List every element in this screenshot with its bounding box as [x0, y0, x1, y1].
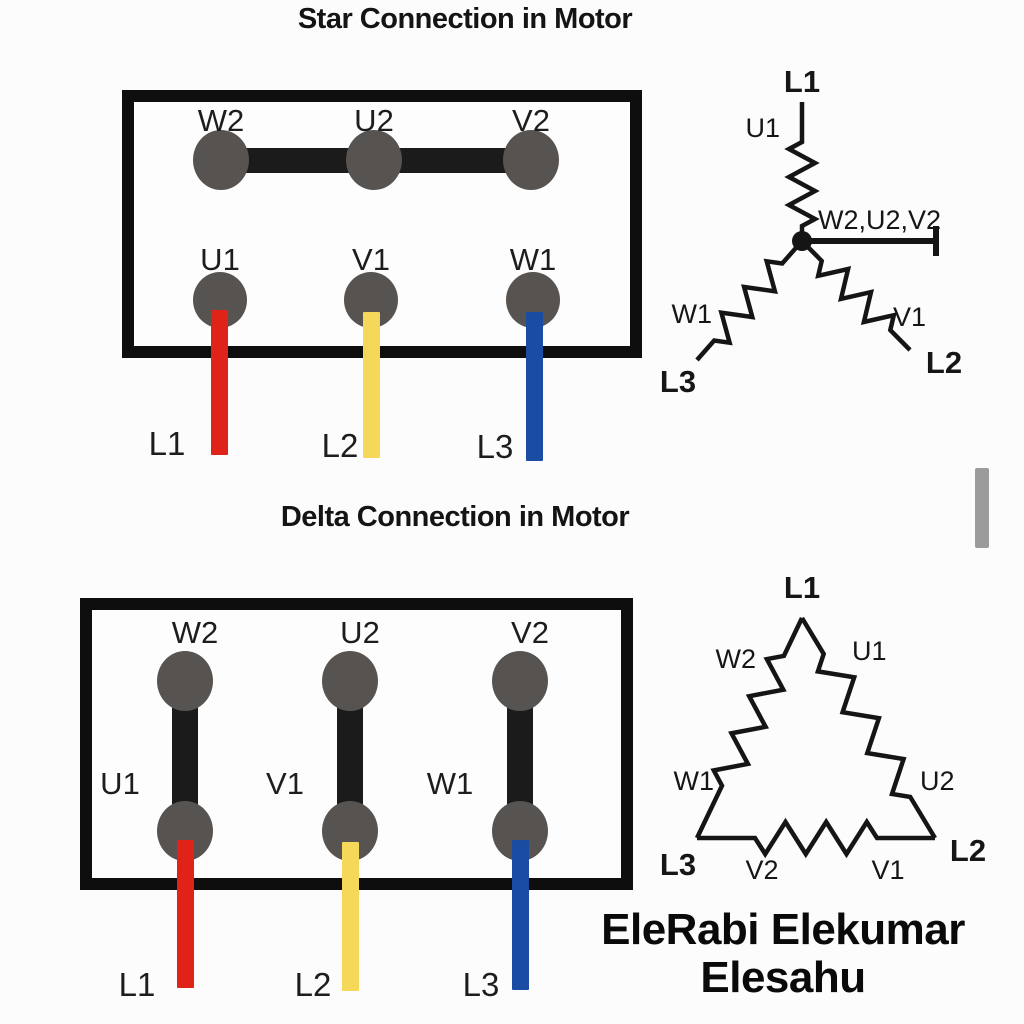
delta-line-label-l1: L1 — [118, 966, 156, 1003]
star-l1-label: L1 — [784, 64, 820, 99]
delta-u1-label: U1 — [852, 636, 887, 666]
delta-l2-label: L2 — [950, 833, 986, 868]
delta-side-right — [800, 616, 937, 840]
delta-terminal-u2 — [322, 651, 378, 711]
star-v1-label: V1 — [893, 302, 926, 332]
star-line-label-l2: L2 — [321, 427, 359, 464]
delta-terminal-w2 — [157, 651, 213, 711]
star-terminal-label-v2: V2 — [512, 103, 550, 138]
delta-section-title: Delta Connection in Motor — [280, 501, 630, 533]
delta-line-label-l3: L3 — [462, 966, 500, 1003]
delta-u2-label: U2 — [920, 766, 955, 796]
star-winding-w1 — [695, 239, 804, 362]
star-wire-l3 — [526, 312, 543, 461]
star-terminal-label-v1: V1 — [352, 242, 390, 277]
star-terminal-v2 — [503, 130, 559, 190]
star-schematic: L1 U1 W2,U2,V2 W1 V1 L3 L2 — [660, 64, 962, 399]
delta-w2-label: W2 — [716, 644, 757, 674]
star-wire-l2 — [363, 312, 380, 458]
star-terminal-w2 — [193, 130, 249, 190]
delta-terminal-label-v2: V2 — [511, 615, 549, 650]
credit-line-2: Elesahu — [700, 952, 866, 1002]
delta-terminal-box: W2 U2 V2 U1 V1 W1 — [80, 598, 633, 890]
delta-terminal-label-u2: U2 — [340, 615, 380, 650]
delta-l1-label: L1 — [784, 570, 820, 605]
star-winding-u1 — [784, 102, 820, 233]
star-terminal-label-w2: W2 — [197, 103, 245, 138]
star-point-node — [792, 231, 812, 251]
star-line-label-l3: L3 — [476, 428, 514, 465]
star-l2-label: L2 — [926, 345, 962, 380]
star-terminal-label-u2: U2 — [354, 103, 394, 138]
star-terminal-label-w1: W1 — [509, 242, 557, 277]
delta-terminal-v2 — [492, 651, 548, 711]
star-section-title: Star Connection in Motor — [297, 3, 633, 35]
star-terminal-u2 — [346, 130, 402, 190]
star-w1-label: W1 — [672, 299, 713, 329]
star-point-label: W2,U2,V2 — [818, 205, 941, 235]
scrollbar-thumb[interactable] — [975, 468, 989, 548]
star-terminal-label-u1: U1 — [200, 242, 240, 277]
delta-l3-label: L3 — [660, 847, 696, 882]
star-wire-l1 — [211, 310, 228, 455]
delta-terminal-label-w1: W1 — [426, 766, 474, 801]
credit-text: EleRabi Elekumar Elesahu — [601, 906, 965, 1001]
star-u1-label: U1 — [745, 113, 780, 143]
delta-schematic: L1 W2 U1 W1 U2 V2 V1 L3 L2 — [660, 570, 986, 885]
star-winding-v1 — [800, 239, 912, 352]
delta-w1-label: W1 — [674, 766, 715, 796]
delta-wire-l1 — [177, 840, 194, 988]
star-line-label-l1: L1 — [148, 425, 186, 462]
delta-v1-label: V1 — [871, 855, 904, 885]
star-l3-label: L3 — [660, 364, 696, 399]
delta-terminal-label-v1: V1 — [266, 766, 304, 801]
delta-wire-l3 — [512, 840, 529, 990]
credit-line-1: EleRabi Elekumar — [601, 905, 965, 954]
delta-side-bottom — [697, 817, 935, 859]
delta-side-left — [694, 617, 805, 839]
delta-line-label-l2: L2 — [294, 966, 332, 1003]
delta-v2-label: V2 — [745, 855, 778, 885]
star-terminal-box: W2 U2 V2 U1 V1 W1 — [122, 90, 642, 358]
delta-terminal-label-u1: U1 — [100, 766, 140, 801]
delta-wire-l2 — [342, 842, 359, 991]
delta-terminal-label-w2: W2 — [171, 615, 219, 650]
